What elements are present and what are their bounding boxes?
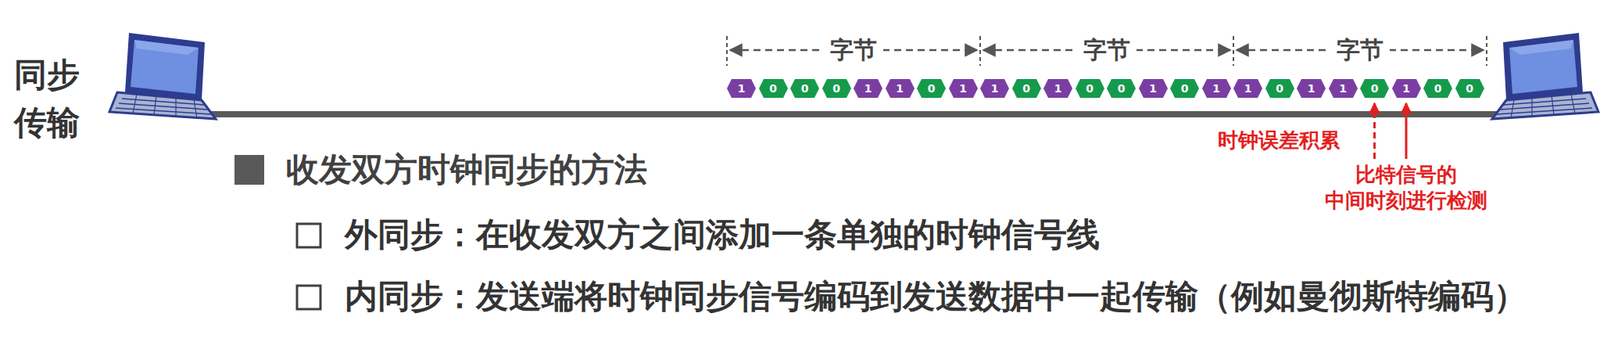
bit-hexagon: 0 (790, 78, 820, 98)
bit-value: 0 (758, 78, 788, 98)
bit-value: 0 (1170, 78, 1200, 98)
bit-value: 1 (853, 78, 883, 98)
bit-value: 1 (980, 78, 1010, 98)
bit-value: 0 (822, 78, 852, 98)
bit-hexagon: 0 (916, 78, 946, 98)
bit-hexagon: 1 (948, 78, 978, 98)
bit-hexagon: 1 (1202, 78, 1232, 98)
bit-value: 0 (1012, 78, 1042, 98)
side-title: 同步 传输 (14, 51, 86, 147)
square-bullet (234, 154, 265, 185)
bit-hexagon: 0 (1012, 78, 1042, 98)
bit-hexagon: 1 (726, 78, 756, 98)
bit-hexagon: 1 (1392, 78, 1422, 98)
sample-arrow (1405, 103, 1408, 159)
bit-hexagon: 0 (1360, 78, 1389, 98)
drift-sample-arrow (1373, 103, 1376, 159)
bit-value: 0 (1360, 78, 1389, 98)
bit-hexagon: 1 (1296, 78, 1326, 98)
bit-hexagon: 1 (1138, 78, 1168, 98)
byte-ticks (726, 35, 1487, 66)
bit-value: 1 (948, 78, 978, 98)
bit-value: 0 (916, 78, 946, 98)
bit-hexagon: 1 (1043, 78, 1073, 98)
bit-value: 1 (1296, 78, 1326, 98)
bit-hexagon: 0 (1170, 78, 1200, 98)
byte-label: 字节 (1077, 35, 1137, 65)
bit-hexagon: 1 (1233, 78, 1263, 98)
bit-value: 1 (1138, 78, 1168, 98)
red-note: 时钟误差积累 (1217, 128, 1340, 153)
bit-hexagon: 0 (1455, 78, 1485, 98)
byte-label: 字节 (823, 35, 884, 65)
bit-value: 0 (1455, 78, 1485, 98)
bit-value: 1 (1202, 78, 1232, 98)
bit-hexagon: 0 (1106, 78, 1136, 98)
bit-value: 0 (1075, 78, 1105, 98)
bit-value: 1 (1392, 78, 1422, 98)
bit-value: 1 (1328, 78, 1358, 98)
checkbox-bullet (297, 285, 321, 309)
byte-label: 字节 (1330, 35, 1390, 65)
bit-value: 0 (790, 78, 820, 98)
laptop-icon (1492, 32, 1599, 119)
bit-hexagon: 0 (1423, 78, 1453, 98)
laptop-icon (109, 32, 216, 119)
bit-hexagon: 1 (1328, 78, 1358, 98)
bit-hexagon: 0 (1075, 78, 1105, 98)
bit-hexagon: 1 (853, 78, 883, 98)
bit-value: 0 (1106, 78, 1136, 98)
bit-value: 0 (1423, 78, 1453, 98)
red-note: 比特信号的 中间时刻进行检测 (1312, 161, 1500, 213)
bit-value: 1 (885, 78, 915, 98)
bit-value: 0 (1265, 78, 1295, 98)
bit-value: 1 (1233, 78, 1263, 98)
transmission-line (209, 110, 1498, 118)
bullet-text: 外同步：在收发双方之间添加一条单独的时钟信号线 (344, 214, 1100, 255)
bit-hexagon: 1 (980, 78, 1010, 98)
bullet-text: 内同步：发送端将时钟同步信号编码到发送数据中一起传输（例如曼彻斯特编码） (344, 276, 1527, 316)
heading: 收发双方时钟同步的方法 (286, 150, 648, 190)
bit-hexagon: 0 (822, 78, 852, 98)
bit-hexagon: 0 (1265, 78, 1295, 98)
bit-value: 1 (1043, 78, 1073, 98)
bit-hexagon: 0 (758, 78, 788, 98)
bit-hexagon: 1 (885, 78, 915, 98)
bit-value: 1 (726, 78, 756, 98)
checkbox-bullet (297, 223, 321, 247)
